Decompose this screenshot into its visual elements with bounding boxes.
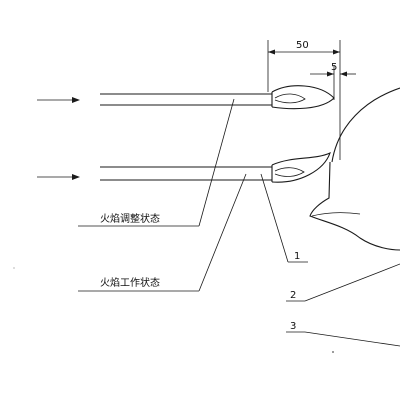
flow-arrow-top (37, 97, 80, 103)
burner-tube-work (100, 165, 273, 182)
speck (13, 267, 15, 269)
dimension-5-label: 5 (331, 62, 337, 73)
callout-1: 1 (260, 173, 308, 263)
callout-2: 2 (286, 263, 400, 302)
label-adjust-state: 火焰调整状态 (100, 212, 160, 225)
dimension-50-label: 50 (296, 40, 309, 51)
callout-2-label: 2 (290, 290, 296, 301)
callout-1-label: 1 (294, 251, 300, 262)
burner-tube-adjust (100, 92, 273, 107)
speck (332, 351, 334, 353)
leader-work: 火焰工作状态 (78, 173, 247, 292)
callout-3-label: 3 (290, 321, 296, 332)
flow-arrow-bottom (37, 174, 80, 180)
dimension-50: 50 (267, 40, 341, 160)
specimen-shell (309, 87, 400, 251)
dimension-5: 5 (310, 62, 356, 100)
flame-work (271, 151, 331, 183)
label-work-state: 火焰工作状态 (100, 276, 160, 289)
callout-3: 3 (286, 321, 400, 347)
leader-adjust: 火焰调整状态 (78, 98, 235, 227)
flame-adjust (271, 85, 335, 110)
